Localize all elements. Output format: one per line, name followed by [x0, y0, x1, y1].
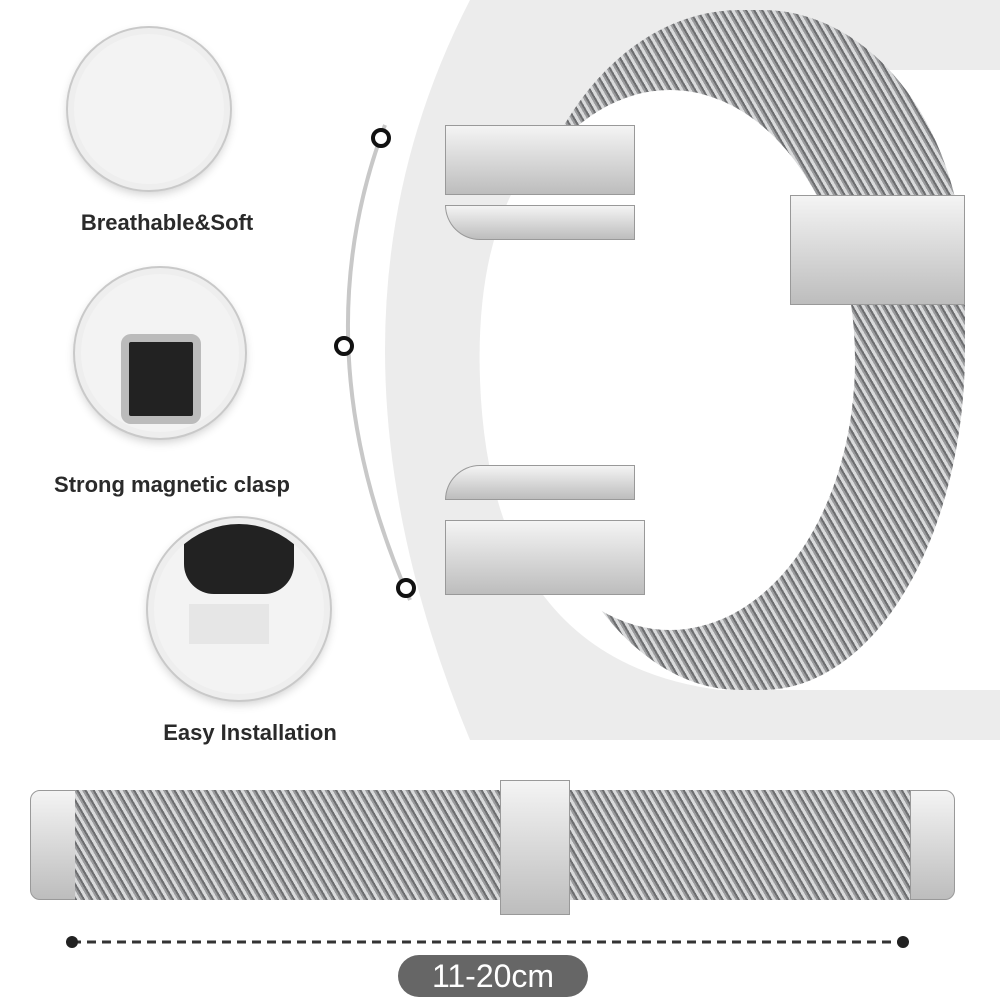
bottom-lug — [445, 465, 635, 500]
feature-label-magnetic: Strong magnetic clasp — [54, 472, 290, 497]
flat-right-lug — [910, 790, 955, 900]
arc-dot-3 — [396, 578, 416, 598]
size-range-badge: 11-20cm — [398, 955, 588, 997]
flat-band-mesh — [75, 790, 915, 900]
connector-icon — [189, 604, 269, 644]
feature-label-breathable: Breathable&Soft — [80, 210, 254, 235]
top-connector — [445, 125, 635, 195]
magnetic-clasp — [790, 195, 965, 305]
band-flat-image — [30, 780, 960, 920]
feature-label-installation: Easy Installation — [163, 720, 337, 745]
magnetic-clasp-image — [75, 268, 245, 438]
bottom-connector — [445, 520, 645, 595]
installation-image — [148, 518, 330, 700]
arc-dot-1 — [371, 128, 391, 148]
clasp-magnet-icon — [121, 334, 201, 424]
breathable-mesh-image — [68, 28, 230, 190]
watch-body-icon — [184, 524, 294, 594]
band-loop-image — [445, 10, 975, 690]
flat-magnetic-clasp — [500, 780, 570, 915]
arc-dot-2 — [334, 336, 354, 356]
